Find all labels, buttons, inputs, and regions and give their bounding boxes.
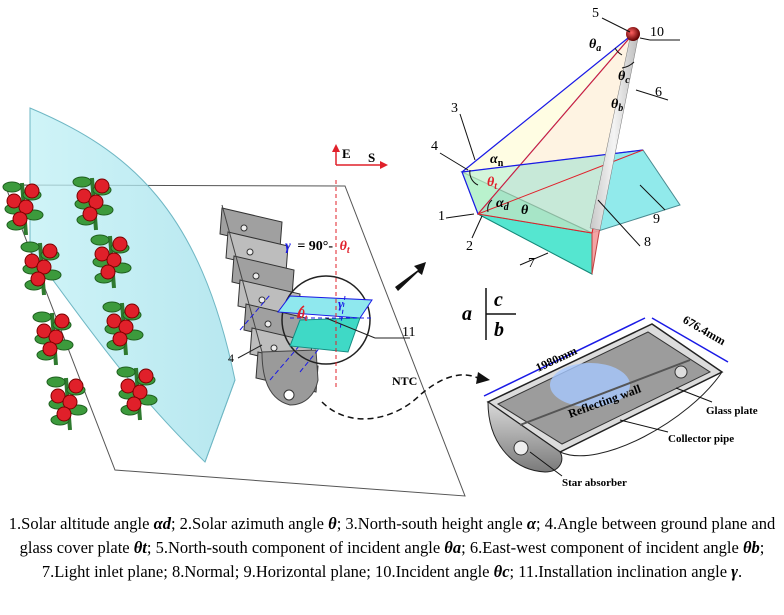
svg-text:αd: αd: [496, 196, 510, 213]
zoomed-slope-plate: [289, 317, 361, 353]
svg-text:θc: θc: [618, 69, 630, 86]
svg-text:1: 1: [438, 209, 445, 224]
compass-south-label: S: [368, 150, 375, 165]
collector-body: [261, 349, 319, 406]
svg-text:3: 3: [451, 101, 458, 116]
sun-icon: [626, 27, 640, 41]
zoom-theta-t-label: θt: [298, 306, 308, 323]
svg-text:5: 5: [592, 6, 599, 21]
tomato-plant: [72, 176, 114, 231]
callout-11: 11: [402, 325, 415, 340]
svg-text:4: 4: [431, 139, 438, 154]
svg-text:θb: θb: [611, 97, 623, 114]
compass: E S: [332, 144, 388, 390]
collector-device: [483, 317, 729, 473]
svg-text:2: 2: [466, 239, 473, 254]
callout-4-left: 4: [228, 351, 234, 365]
svg-text:θa: θa: [589, 37, 601, 54]
svg-text:8: 8: [644, 235, 651, 250]
gamma-equation: γ = 90°- θt: [285, 239, 351, 256]
angle-geometry-diagram: [460, 27, 681, 275]
magnifier-circle: [281, 275, 371, 365]
dimension-width-label: 676.4mm: [681, 312, 729, 348]
svg-text:c: c: [494, 289, 503, 311]
collector-fan-icon: [283, 389, 295, 401]
greenhouse-scene: [4, 107, 466, 497]
angle-labels: θa θc θb αn θt αd θ: [487, 37, 630, 218]
svg-text:b: b: [494, 319, 504, 341]
svg-text:θt: θt: [487, 175, 498, 192]
star-absorber-label: Star absorber: [562, 477, 627, 489]
tomato-plant: [116, 366, 158, 421]
svg-text:10: 10: [650, 25, 664, 40]
svg-text:θ: θ: [521, 203, 529, 218]
tomato-plant: [2, 181, 44, 236]
transition-arrow: [395, 262, 426, 291]
ntc-label: NTC: [392, 374, 417, 388]
panel-key: a c b: [462, 288, 516, 341]
collector-array: [219, 204, 410, 406]
svg-text:6: 6: [655, 85, 662, 100]
figure-caption: 1.Solar altitude angle αd; 2.Solar azimu…: [8, 514, 776, 581]
tomato-plant: [90, 234, 132, 289]
glass-plate-label: Glass plate: [706, 405, 758, 417]
tomato-plant: [46, 376, 88, 431]
zoom-gamma-label: γ: [338, 296, 344, 311]
diagram-canvas: E S γ = 90°- θt θt γ 4 11 NTC θa θc: [2, 6, 758, 497]
star-absorber-icon: [513, 440, 529, 456]
svg-text:αn: αn: [490, 152, 504, 169]
tomato-plants: [2, 176, 158, 431]
compass-east-label: E: [342, 146, 351, 161]
collector-pipe-label: Collector pipe: [668, 433, 734, 445]
svg-text:7: 7: [528, 256, 535, 271]
tomato-plant: [32, 311, 74, 366]
svg-text:9: 9: [653, 212, 660, 227]
tomato-plant: [20, 241, 62, 296]
svg-text:a: a: [462, 303, 472, 325]
tomato-plant: [102, 301, 144, 356]
collector-trough-body: [487, 401, 563, 473]
callouts-right: 5 10 6 3 4 1 2 7 8 9: [431, 6, 680, 271]
